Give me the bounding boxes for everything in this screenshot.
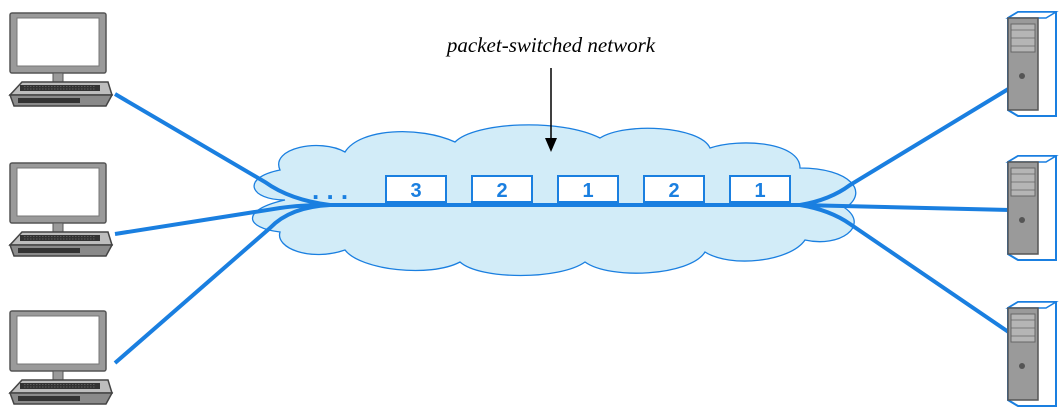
link-server-2 (799, 203, 1011, 212)
host-computer-1 (9, 12, 113, 107)
server-2 (1007, 155, 1057, 261)
more-packets-ellipsis: . . . (312, 175, 348, 205)
host-computer-2 (9, 162, 113, 257)
packet-box (643, 175, 705, 203)
packet-box (385, 175, 447, 203)
server-3 (1007, 301, 1057, 407)
packet-label: 2 (668, 180, 679, 202)
packet-label: 2 (496, 180, 507, 202)
desktop-computer-icon (9, 162, 113, 257)
server-icon (1007, 11, 1057, 117)
desktop-computer-icon (9, 310, 113, 405)
packet-box (729, 175, 791, 203)
desktop-computer-icon (9, 12, 113, 107)
server-icon (1007, 155, 1057, 261)
packet-4: 2 (643, 175, 705, 203)
network-links (113, 86, 1012, 365)
packet-3: 1 (557, 175, 619, 203)
server-1 (1007, 11, 1057, 117)
packet-1: 3 (385, 175, 447, 203)
network-caption: packet-switched network (445, 33, 656, 57)
packet-label: 1 (582, 180, 593, 202)
host-computer-3 (9, 310, 113, 405)
packet-label: 3 (410, 180, 421, 202)
caption-arrow (545, 68, 557, 152)
server-icon (1007, 301, 1057, 407)
packet-5: 1 (729, 175, 791, 203)
link-server-3 (799, 203, 1012, 335)
packet-box (471, 175, 533, 203)
packet-queue: 3 2 1 2 1 (385, 175, 791, 203)
packet-box (557, 175, 619, 203)
packet-2: 2 (471, 175, 533, 203)
packet-label: 1 (754, 180, 765, 202)
link-host-3 (113, 203, 331, 365)
